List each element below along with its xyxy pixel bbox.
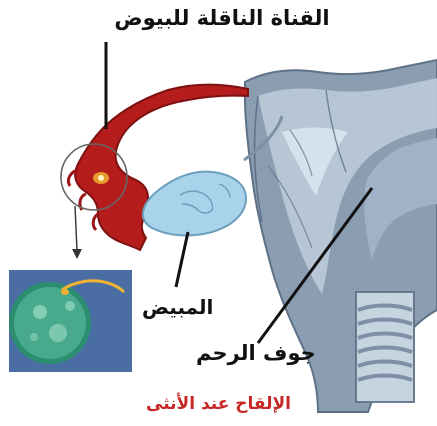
diagram-caption: الإلقاح عند الأنثى (0, 396, 437, 413)
egg-microscopy-image (9, 270, 132, 372)
egg-in-tube-icon (93, 172, 109, 184)
cervix (356, 292, 414, 402)
ovary-label-leader (176, 232, 188, 287)
zoom-arrow-head-icon (72, 249, 82, 259)
fallopian-tube-label: القناة الناقلة للبيوض (22, 8, 422, 29)
ovary-label: المبيض (142, 297, 213, 317)
zoom-arrow-line (75, 206, 77, 251)
uterine-cavity-label: جوف الرحم (196, 343, 316, 364)
